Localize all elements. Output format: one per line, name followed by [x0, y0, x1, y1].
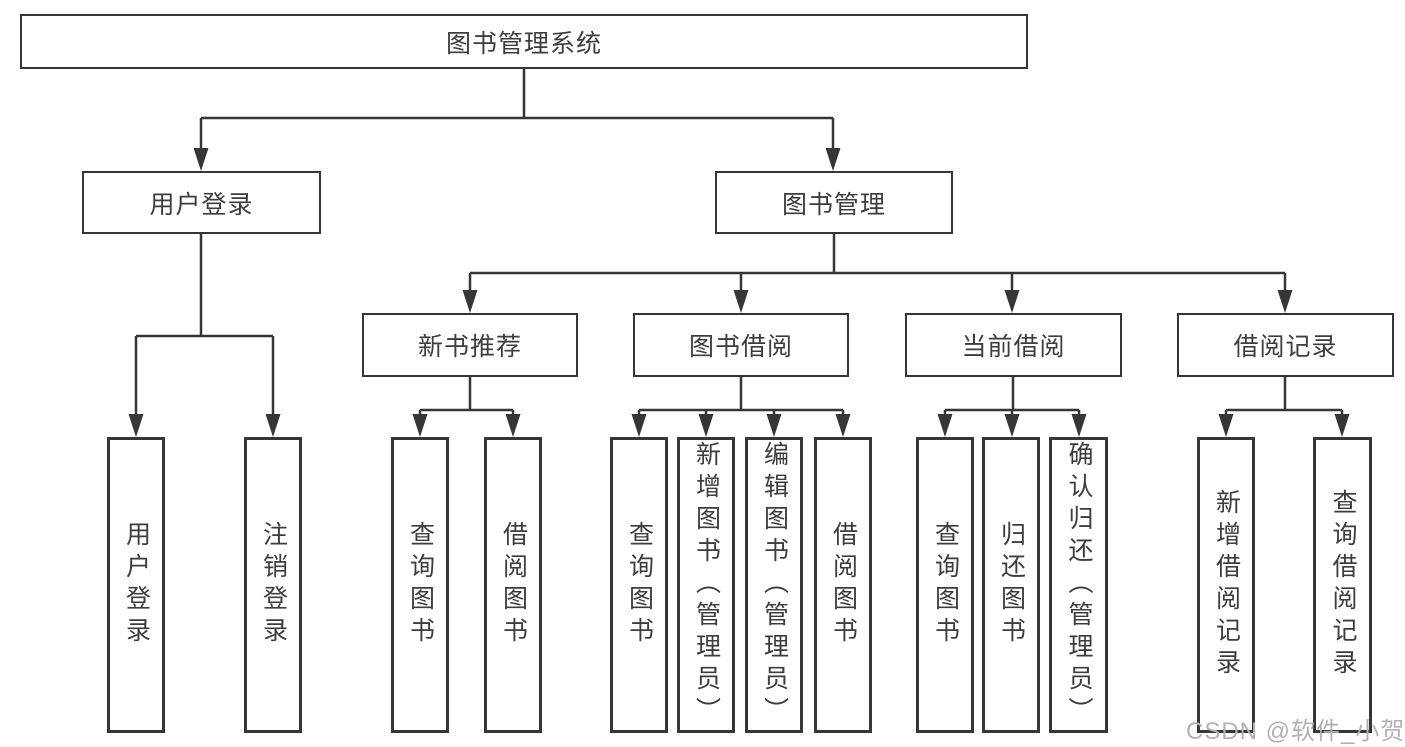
- leaf-recommend-borrow-books-label: 借阅图书: [499, 521, 528, 649]
- leaf-borrow-edit-books-admin: 编辑图书（管理员）: [745, 437, 803, 733]
- node-book-borrow: 图书借阅: [633, 313, 849, 377]
- leaf-current-return-books: 归还图书: [982, 437, 1040, 733]
- leaf-current-confirm-return-admin-label: 确认归还（管理员）: [1065, 441, 1093, 729]
- node-new-book-recommend-label: 新书推荐: [417, 333, 522, 361]
- leaf-current-return-books-label: 归还图书: [997, 521, 1026, 649]
- leaf-current-query-books-label: 查询图书: [931, 521, 960, 649]
- node-book-management-group-label: 图书管理: [781, 190, 886, 219]
- leaf-records-query-borrow-record-label: 查询借阅记录: [1329, 489, 1357, 681]
- leaf-logout-label: 注销登录: [259, 521, 288, 649]
- node-current-borrow-label: 当前借阅: [961, 333, 1066, 361]
- connector-borrow-records-to-leaves: [1224, 377, 1344, 416]
- connector-current-borrow-to-leaves: [943, 377, 1081, 416]
- leaf-borrow-query-books: 查询图书: [610, 437, 668, 733]
- node-book-management-group: 图书管理: [715, 171, 953, 234]
- node-root: 图书管理系统: [20, 14, 1028, 69]
- leaf-current-query-books: 查询图书: [916, 437, 974, 733]
- node-book-borrow-label: 图书借阅: [688, 333, 793, 361]
- connector-new-book-recommend-to-leaves: [418, 377, 515, 416]
- csdn-watermark: CSDN @软件_小贺同学: [1186, 718, 1405, 745]
- connector-book-mgmt-to-level3: [468, 234, 1287, 292]
- node-root-label: 图书管理系统: [445, 29, 602, 58]
- node-new-book-recommend: 新书推荐: [362, 313, 578, 377]
- arrowheads: [128, 148, 1350, 437]
- node-user-login-group: 用户登录: [82, 171, 321, 234]
- node-current-borrow: 当前借阅: [905, 313, 1122, 377]
- node-borrow-records-label: 借阅记录: [1233, 333, 1338, 361]
- connector-root-to-level2: [199, 69, 835, 150]
- connector-book-borrow-to-leaves: [637, 377, 845, 416]
- leaf-borrow-borrow-books-label: 借阅图书: [829, 521, 858, 649]
- leaf-recommend-query-books-label: 查询图书: [406, 521, 435, 649]
- leaf-current-confirm-return-admin: 确认归还（管理员）: [1049, 437, 1108, 733]
- leaf-borrow-add-books-admin-label: 新增图书（管理员）: [692, 441, 721, 729]
- leaf-borrow-query-books-label: 查询图书: [625, 521, 654, 649]
- leaf-records-add-borrow-record-label: 新增借阅记录: [1212, 489, 1241, 681]
- node-user-login-group-label: 用户登录: [149, 190, 254, 219]
- leaf-borrow-borrow-books: 借阅图书: [814, 437, 872, 733]
- node-borrow-records: 借阅记录: [1177, 313, 1394, 377]
- leaf-user-login-label: 用户登录: [122, 521, 151, 649]
- connector-user-login-to-leaves: [134, 234, 275, 416]
- leaf-records-add-borrow-record: 新增借阅记录: [1197, 437, 1255, 733]
- leaf-user-login: 用户登录: [107, 437, 165, 733]
- leaf-borrow-edit-books-admin-label: 编辑图书（管理员）: [760, 441, 789, 729]
- leaf-recommend-borrow-books: 借阅图书: [484, 437, 542, 733]
- leaf-recommend-query-books: 查询图书: [391, 437, 449, 733]
- leaf-logout: 注销登录: [244, 437, 302, 733]
- leaf-records-query-borrow-record: 查询借阅记录: [1313, 437, 1372, 733]
- leaf-borrow-add-books-admin: 新增图书（管理员）: [677, 437, 735, 733]
